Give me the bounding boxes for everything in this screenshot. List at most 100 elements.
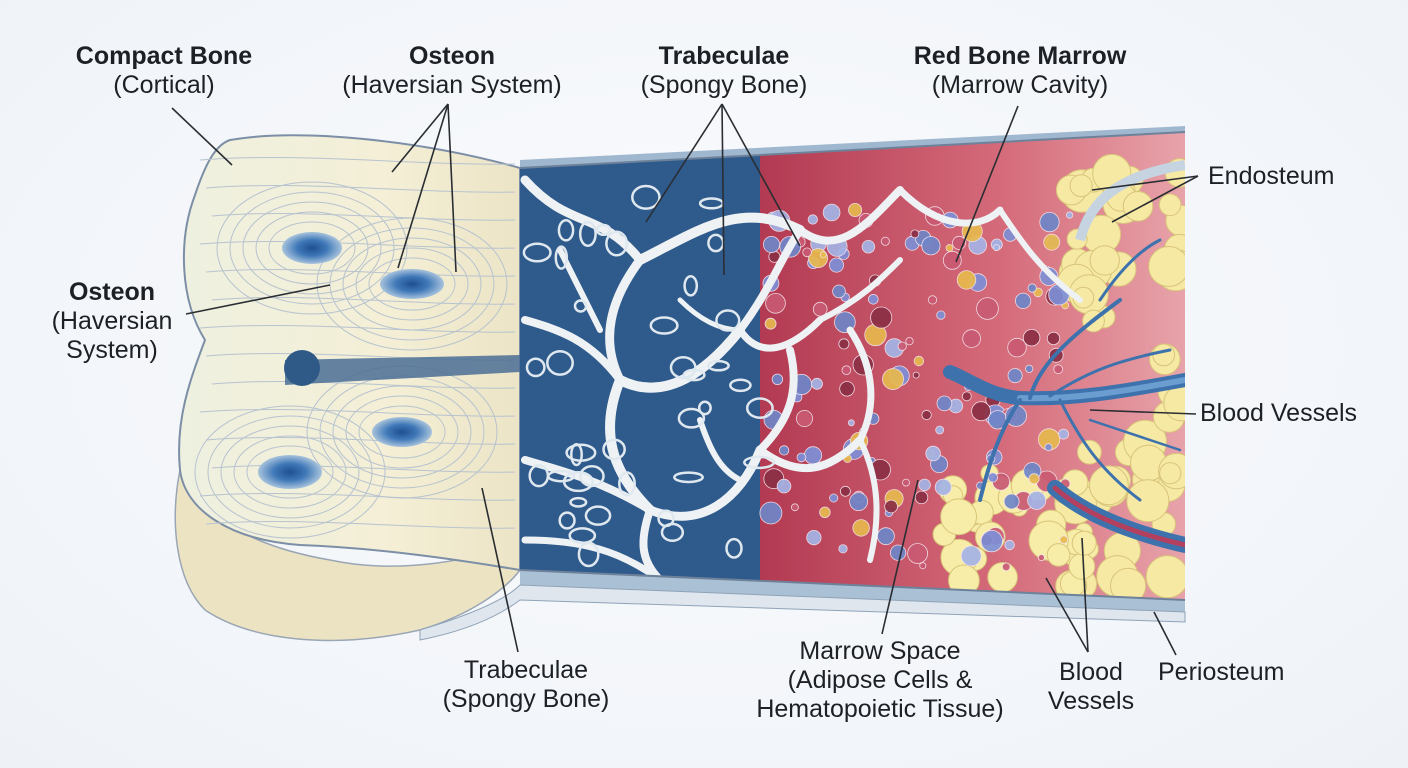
trabecular-pore xyxy=(584,505,612,526)
trabecula xyxy=(756,436,864,473)
label-periosteum: Periosteum xyxy=(1158,658,1285,686)
trabecular-pore xyxy=(745,397,774,419)
marrow-cell xyxy=(910,229,920,239)
trabecula xyxy=(635,212,805,265)
trabecular-pore xyxy=(528,464,550,488)
lamella-line xyxy=(211,381,516,389)
lamella-line xyxy=(199,325,516,333)
label-trabeculae-bottom-line1: Trabeculae xyxy=(463,656,589,684)
label-red-bone-marrow: Red Bone Marrow (Marrow Cavity) xyxy=(900,42,1140,100)
adipose-cell xyxy=(1145,555,1185,599)
endosteum-layer xyxy=(1075,160,1185,242)
marrow-cell xyxy=(841,365,852,376)
marrow-cell xyxy=(849,492,868,512)
label-blood-vessels-right: Blood Vessels xyxy=(1200,399,1358,427)
trabeculae-network xyxy=(520,175,1083,584)
label-trabeculae-top: Trabeculae (Spongy Bone) xyxy=(630,42,818,100)
lamella-ring xyxy=(246,445,334,499)
trabecular-pore xyxy=(525,357,546,378)
label-marrow-space: Marrow Space (Adipose Cells & Hematopoie… xyxy=(740,637,1020,724)
adipose-cell xyxy=(1122,191,1154,222)
trabecula xyxy=(896,186,1004,227)
marrow-cell xyxy=(759,501,783,525)
haversian-canal xyxy=(282,232,342,264)
marrow-cell xyxy=(945,244,954,252)
trabecula xyxy=(736,226,804,334)
trabecula xyxy=(605,375,655,515)
label-compact-bone-title: Compact Bone xyxy=(75,42,253,70)
marrow-cell xyxy=(764,317,777,330)
marrow-cell xyxy=(832,284,846,299)
marrow-cell xyxy=(771,373,784,386)
marrow-cell xyxy=(956,270,977,290)
trabecular-pore xyxy=(546,349,574,376)
trabecula xyxy=(846,326,875,444)
label-trabeculae-top-title: Trabeculae xyxy=(658,42,790,70)
trabecular-pore xyxy=(649,316,679,335)
trabecula xyxy=(997,207,1083,303)
trabecular-pore xyxy=(729,378,752,393)
marrow-cell xyxy=(807,214,818,225)
trabecular-pore xyxy=(697,400,712,416)
lamella-ring xyxy=(268,221,356,275)
label-blood-vessels-bottom: Blood Vessels xyxy=(1036,658,1146,716)
adipose-cell xyxy=(1158,193,1182,217)
lamella-line xyxy=(199,493,516,501)
trabecula xyxy=(796,186,904,245)
lamella-ring xyxy=(345,395,459,469)
trabecular-pore xyxy=(660,522,685,543)
marrow-cell xyxy=(1039,212,1060,233)
trabecular-pore xyxy=(602,438,626,461)
marrow-cell xyxy=(1003,493,1020,510)
periosteum-band-bottom xyxy=(520,568,1185,612)
trabecular-pore xyxy=(677,407,706,429)
marrow-cell xyxy=(852,519,870,537)
marrow-cell xyxy=(796,409,814,427)
lamella-line xyxy=(211,213,516,221)
trabecula xyxy=(615,325,745,393)
marrow-cell xyxy=(1053,364,1063,375)
lamella-line xyxy=(205,437,516,445)
lamella-line xyxy=(205,185,516,193)
adipose-cells xyxy=(932,153,1185,600)
marrow-cell xyxy=(877,527,895,546)
marrow-cell xyxy=(921,409,932,421)
marrow-cell xyxy=(763,235,781,253)
marrow-cell xyxy=(882,368,904,391)
marrow-cell xyxy=(840,485,851,497)
marrow-cell xyxy=(861,239,876,254)
lamella-line xyxy=(199,157,516,165)
marrow-cell xyxy=(847,419,855,427)
marrow-cell xyxy=(812,301,828,317)
trabecular-pore xyxy=(605,230,629,257)
trabecular-pore xyxy=(557,218,575,242)
trabecula xyxy=(817,257,903,323)
trabecula xyxy=(521,456,654,514)
marrow-cell xyxy=(918,478,931,492)
marrow-cell xyxy=(960,545,982,567)
marrow-cell xyxy=(1001,562,1011,572)
marrow-cell xyxy=(1028,473,1040,485)
adipose-cell xyxy=(1110,567,1147,600)
marrow-cell xyxy=(803,446,823,465)
lamella-line xyxy=(205,269,516,277)
lamellae-lines xyxy=(194,157,516,539)
marrow-cell xyxy=(1043,233,1061,251)
label-osteon-left-line2: System) xyxy=(66,336,158,364)
marrow-cell xyxy=(992,244,1000,252)
adipose-cell xyxy=(1163,384,1185,422)
adipose-cell xyxy=(940,498,977,536)
marrow-cell xyxy=(936,310,946,320)
trabecular-pore xyxy=(578,220,597,248)
marrow-cell xyxy=(921,236,941,256)
trabecular-pore xyxy=(595,223,612,237)
trabecular-pore xyxy=(715,309,741,332)
trabecular-pore xyxy=(554,245,569,270)
leader-lines xyxy=(171,103,1199,656)
marrow-cell xyxy=(925,445,941,462)
lamella-ring xyxy=(358,405,446,459)
lamella-line xyxy=(199,409,516,417)
marrow-cell xyxy=(829,493,839,503)
marrow-cell xyxy=(880,236,890,246)
trabecular-pore xyxy=(669,356,697,380)
